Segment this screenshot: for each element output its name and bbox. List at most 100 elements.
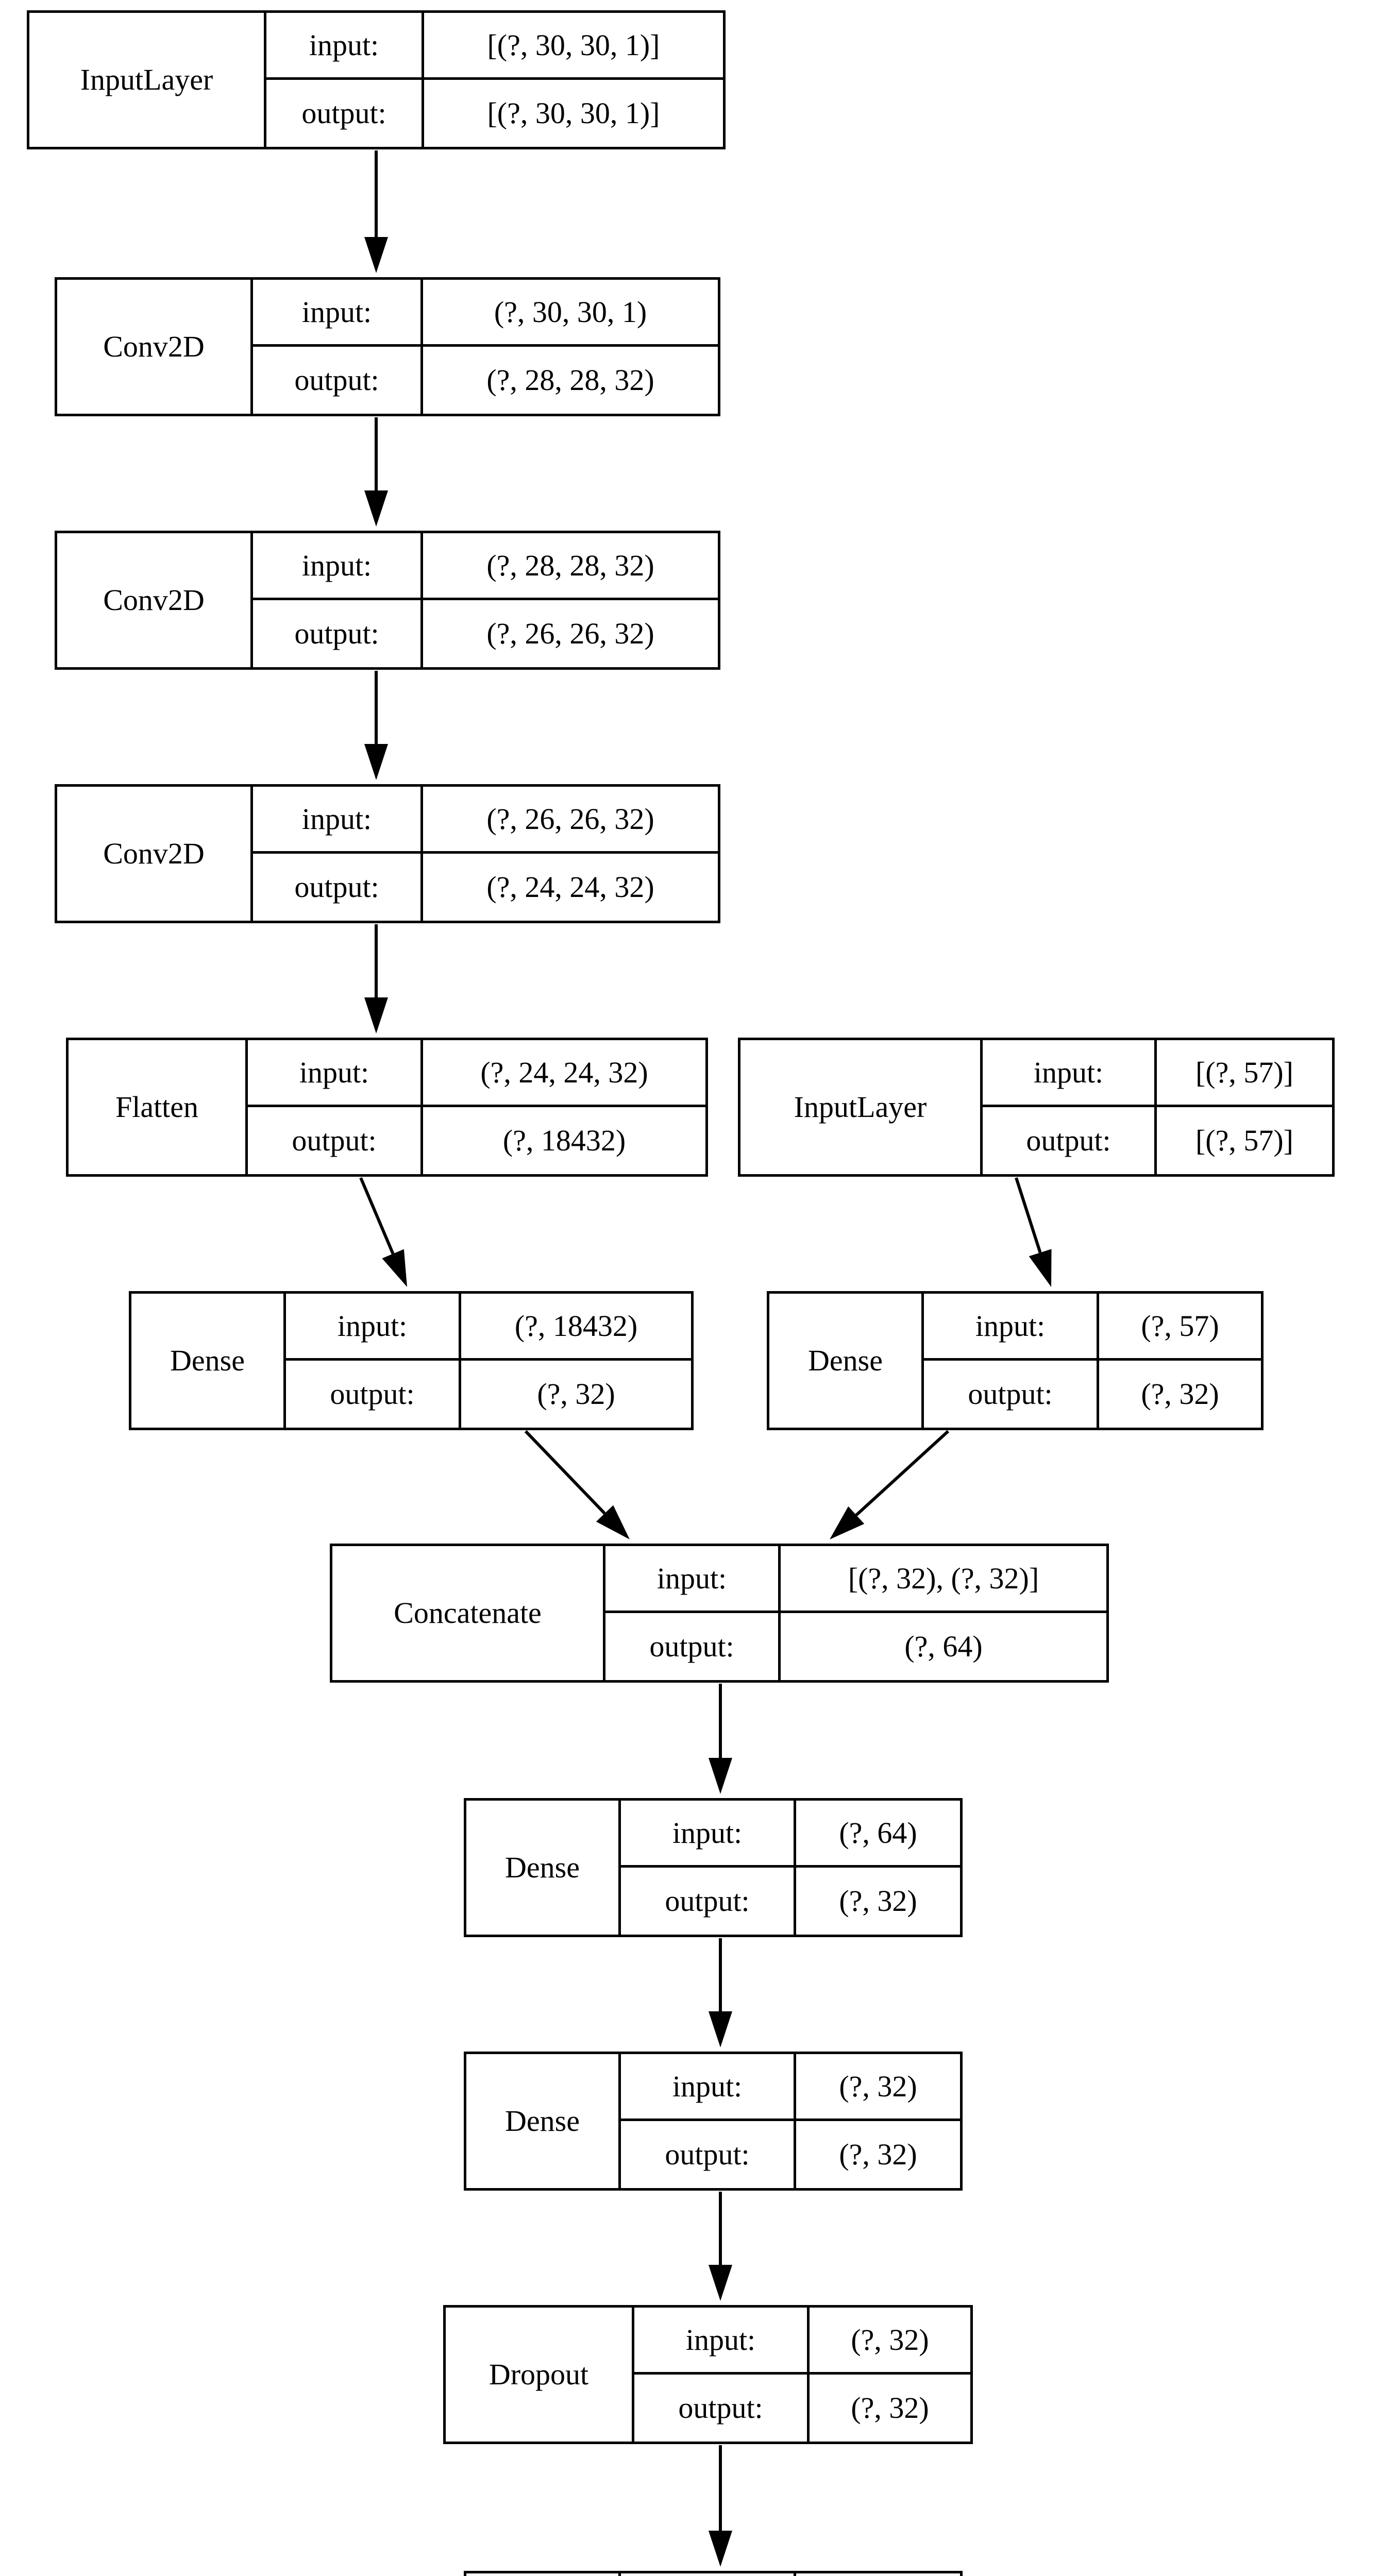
output-label: output:	[621, 1868, 796, 1935]
input-label: input:	[621, 1801, 796, 1865]
input-shape-value: (?, 32)	[839, 2069, 917, 2103]
edge-arrowhead-icon	[709, 2265, 732, 2301]
input-label: input:	[253, 280, 423, 344]
input-shape-value: [(?, 57)]	[1195, 1055, 1293, 1089]
input-shape-value: (?, 30, 30, 1)	[494, 295, 647, 329]
output-label: output:	[253, 347, 423, 414]
output-label: output:	[253, 600, 423, 667]
edge-line	[359, 1177, 395, 1255]
input-shape-value: [(?, 30, 30, 1)]	[487, 28, 660, 62]
layer-output-row: output: (?, 32)	[621, 2121, 960, 2188]
layer-output-row: output: [(?, 57)]	[983, 1107, 1332, 1174]
edge-arrowhead-icon	[364, 237, 388, 273]
layer-output-row: output: (?, 18432)	[248, 1107, 705, 1174]
layer-input-row: input:(?, 32)	[634, 2308, 970, 2375]
output-shape-value: (?, 32)	[839, 2138, 917, 2171]
output-shape-value: (?, 18432)	[502, 1124, 626, 1157]
layer-output-row: output: [(?, 30, 30, 1)]	[266, 80, 723, 147]
edge-arrowhead-icon	[709, 2531, 732, 2567]
input-label: input:	[266, 13, 424, 77]
layer-input-row: input: (?, 57)	[924, 1294, 1261, 1361]
edge-arrowhead-icon	[364, 490, 388, 527]
input-label: input:	[248, 1040, 423, 1105]
layer-type-label: Dense	[466, 2573, 621, 2576]
input-shape-value: (?, 57)	[1141, 1309, 1219, 1343]
output-label: output:	[621, 2121, 796, 2188]
layer-io-table: input: (?, 64) output:(?, 32)	[621, 1801, 960, 1935]
output-shape-value: [(?, 30, 30, 1)]	[487, 96, 660, 130]
layer-output-row: output:(?, 64)	[605, 1613, 1106, 1680]
layer-io-table: input: [(?, 32), (?, 32)] output:(?, 64)	[605, 1546, 1106, 1680]
layer-type-label: Conv2D	[57, 787, 253, 921]
output-shape-value: (?, 26, 26, 32)	[486, 617, 654, 650]
input-shape-value: (?, 26, 26, 32)	[486, 802, 654, 836]
output-shape-value: (?, 28, 28, 32)	[486, 363, 654, 397]
output-label: output:	[248, 1107, 423, 1174]
layer-io-table: input: [(?, 30, 30, 1)] output: [(?, 30, 30…	[266, 13, 723, 147]
input-label: input:	[253, 787, 423, 851]
edge-line	[855, 1430, 950, 1517]
layer-type-label: Dense	[131, 1294, 286, 1428]
edge-conv2d_3-to-flatten_1	[364, 924, 388, 1033]
edge-arrowhead-icon	[709, 1758, 732, 1794]
edge-dense_1-to-concatenate_1	[524, 1430, 630, 1539]
layer-input-row: input: [(?, 57)]	[983, 1040, 1332, 1107]
layer-output-row: output:(?, 32)	[924, 1361, 1261, 1428]
layer-input-row: input: (?, 26, 26, 32)	[253, 787, 718, 854]
edge-dropout_1-to-dense_5	[709, 2445, 732, 2567]
input-label: input:	[621, 2573, 796, 2576]
input-shape-value: (?, 32)	[796, 2573, 960, 2576]
output-label: output:	[286, 1361, 461, 1428]
layer-type-label: Dense	[466, 2054, 621, 2188]
layer-output-row: output:(?, 32)	[634, 2375, 970, 2442]
input-shape-value: (?, 32)	[851, 2323, 929, 2357]
input-shape-value: (?, 64)	[839, 1816, 917, 1850]
layer-io-table: input:(?, 32)output: (?, 32)	[621, 2054, 960, 2188]
layer-type-label: Flatten	[69, 1040, 248, 1174]
layer-input-row: input: (?, 30, 30, 1)	[253, 280, 718, 347]
output-label: output:	[983, 1107, 1157, 1174]
layer-output-row: output:(?, 32)	[621, 1868, 960, 1935]
layer-io-table: input: (?, 24, 24, 32) output: (?, 18432)	[248, 1040, 705, 1174]
input-shape-value: (?, 24, 24, 32)	[480, 1055, 648, 1089]
edge-dense_2-to-concatenate_1	[830, 1430, 950, 1539]
layer-io-table: input:(?, 32)output:(?, 32)	[634, 2308, 970, 2442]
layer-input-row: input: (?, 64)	[621, 1801, 960, 1868]
layer-io-table: input:(?, 18432)output:(?, 32)	[286, 1294, 691, 1428]
layer-type-label: Dense	[466, 1801, 621, 1935]
output-shape-value: (?, 32)	[851, 2391, 929, 2425]
output-shape-value: [(?, 57)]	[1195, 1124, 1293, 1157]
layer-io-table: input:(?, 26, 26, 32)output:(?, 24, 24, …	[253, 787, 718, 921]
input-shape-value: [(?, 32), (?, 32)]	[848, 1561, 1039, 1595]
edge-arrowhead-icon	[364, 744, 388, 780]
input-label: input:	[605, 1546, 781, 1611]
output-label: output:	[253, 854, 423, 921]
layer-type-label: Conv2D	[57, 280, 253, 414]
edge-flatten_1-to-dense_1	[359, 1177, 407, 1287]
input-label: input:	[983, 1040, 1157, 1105]
layer-io-table: input: (?, 57) output:(?, 32)	[924, 1294, 1261, 1428]
edge-conv2d_2-to-conv2d_3	[364, 671, 388, 780]
layer-io-table: input: [(?, 57)] output: [(?, 57)]	[983, 1040, 1332, 1174]
edge-arrowhead-icon	[830, 1506, 865, 1539]
layer-type-label: InputLayer	[29, 13, 266, 147]
output-label: output:	[924, 1361, 1099, 1428]
layer-input-row: input:(?, 18432)	[286, 1294, 691, 1361]
layer-input-row: input:(?, 32)	[621, 2054, 960, 2121]
input-label: input:	[924, 1294, 1099, 1358]
output-label: output:	[266, 80, 424, 147]
